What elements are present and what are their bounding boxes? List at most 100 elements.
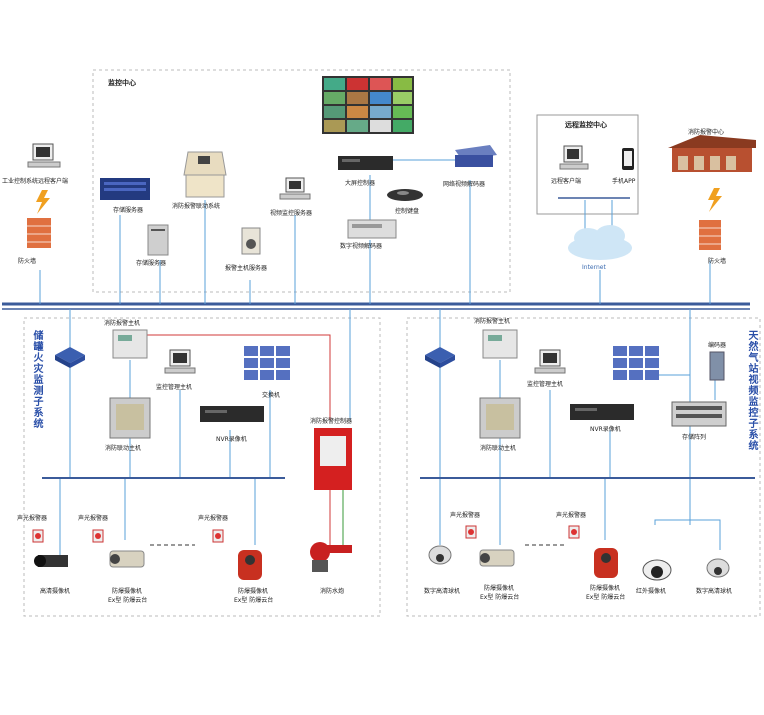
nvr-icon	[200, 406, 264, 422]
left-storage-label: 交换机	[262, 392, 281, 399]
server-label: 存储服务器	[113, 207, 144, 214]
water-cannon-icon	[310, 542, 352, 572]
keyboard-label: 控制键盘	[395, 208, 420, 215]
left-cam-2-sub: Ex型 防爆云台	[108, 597, 148, 604]
keyboard-icon	[387, 189, 423, 201]
left-alarm-host-label: 消防报警主机	[104, 320, 141, 327]
left-firewall-label: 防火墙	[18, 258, 37, 265]
network-decoder-icon	[455, 145, 497, 167]
server-icon	[100, 178, 150, 200]
fire-panel-label: 消防报警控制器	[310, 418, 353, 425]
display-icon-right	[479, 397, 521, 439]
recorder-icon	[671, 401, 727, 427]
left-workstation-label: 监控管理主机	[156, 384, 193, 391]
remote-pc-client-label: 远程客户端	[551, 178, 582, 185]
right-cam-1-name: 数字高清球机	[424, 588, 461, 595]
explosion-proof-camera-icon-2	[238, 550, 262, 580]
phone-icon	[622, 148, 634, 170]
decoder-icon	[347, 219, 397, 239]
control-center-title: 监控中心	[108, 79, 136, 87]
encoder-right-label: 网络视频解码器	[443, 181, 486, 188]
alarm-host-icon	[112, 329, 148, 359]
right-workstation-label: 监控管理主机	[527, 381, 564, 388]
right-recorder-label: 存储阵列	[682, 434, 707, 441]
alarm-host-label: 报警主机服务器	[225, 265, 268, 272]
right-system-title: 天然气站视频监控子系统	[746, 330, 757, 451]
remote-client-icon	[559, 145, 589, 170]
switch-icon-right	[425, 347, 455, 368]
explosion-proof-camera-icon-4	[594, 548, 618, 578]
left-sensor-1: 声光报警器	[17, 515, 48, 522]
left-system-title: 储罐火灾监测子系统	[31, 330, 42, 429]
right-cam-link	[654, 519, 721, 550]
left-sensor-2: 声光报警器	[78, 515, 109, 522]
alarm-sensor-icon-4	[465, 525, 477, 539]
right-cam-2-name: 防爆摄像机	[484, 585, 515, 592]
alarm-host-icon-right	[482, 329, 518, 359]
explosion-proof-camera-icon	[109, 550, 145, 568]
right-cam-2-sub: Ex型 防爆云台	[480, 594, 520, 601]
left-cam-1-name: 高清摄像机	[40, 588, 71, 595]
switch-icon	[55, 347, 85, 368]
fire-panel-icon	[314, 428, 352, 490]
left-cam-3-name: 防爆摄像机	[238, 588, 269, 595]
left-cam-2-name: 防爆摄像机	[112, 588, 143, 595]
lightning-icon-right	[708, 188, 722, 212]
dome-camera-icon-2	[706, 558, 730, 578]
video-wall-icon	[322, 76, 414, 134]
camera-icon	[34, 555, 68, 567]
fire-station-icon	[668, 135, 756, 172]
fire-console-label: 消防报警联动系统	[172, 203, 221, 210]
internet-cloud-icon	[568, 225, 632, 260]
workstation-icon-right	[534, 349, 566, 374]
encoder-icon	[709, 351, 725, 381]
client-label: 视频监控服务器	[270, 210, 313, 217]
lightning-icon	[36, 190, 50, 214]
control-links	[39, 159, 711, 304]
remote-center-box	[536, 114, 639, 215]
right-cam-4-name: 红外摄像机	[636, 588, 667, 595]
infrared-camera-icon	[642, 559, 672, 581]
nvr-icon-right	[570, 404, 634, 420]
firewall-icon	[27, 218, 51, 248]
workstation-icon	[164, 349, 196, 374]
right-sensor-1: 声光报警器	[450, 512, 481, 519]
alarm-server-icon	[241, 227, 261, 255]
alarm-sensor-icon-3	[212, 529, 224, 543]
right-cam-5-name: 数字高清球机	[696, 588, 733, 595]
decoder-label: 数字视频解码器	[340, 243, 383, 250]
right-top-title: 消防报警中心	[688, 129, 725, 136]
right-firewall-label: 防火墙	[708, 258, 727, 265]
alarm-sensor-icon-5	[568, 525, 580, 539]
remote-pc-label: 工业控制系统远程客户端	[2, 178, 69, 185]
explosion-proof-camera-icon-3	[479, 549, 515, 567]
left-subsystem-box	[23, 317, 381, 617]
left-display-label: 消防联动主机	[105, 445, 142, 452]
left-links	[59, 309, 351, 555]
fire-console-icon	[183, 151, 227, 198]
storage-array-icon	[244, 346, 290, 380]
storage-array-icon-right	[613, 346, 659, 380]
water-cannon-label: 消防水炮	[320, 588, 345, 595]
right-encoder-label: 编码器	[708, 342, 727, 349]
left-cam-3-sub: Ex型 防爆云台	[234, 597, 274, 604]
dvr-icon	[338, 156, 393, 170]
storage-icon	[147, 224, 169, 256]
left-sensor-3: 声光报警器	[198, 515, 229, 522]
nvr-label: 大屏控制器	[345, 180, 376, 187]
display-icon	[109, 397, 151, 439]
storage-label: 存储服务器	[136, 260, 167, 267]
remote-center-title: 远程监控中心	[565, 121, 607, 129]
right-display-label: 消防联动主机	[480, 445, 517, 452]
right-links	[439, 309, 716, 545]
fire-link	[135, 334, 331, 420]
internet-label: Internet	[582, 264, 606, 271]
right-alarm-host-label: 消防报警主机	[474, 318, 511, 325]
right-sensor-2: 声光报警器	[556, 512, 587, 519]
left-nvr-label: NVR录像机	[216, 436, 247, 443]
firewall-icon-right	[699, 220, 721, 250]
dome-camera-icon	[428, 545, 452, 565]
alarm-sensor-icon-2	[92, 529, 104, 543]
